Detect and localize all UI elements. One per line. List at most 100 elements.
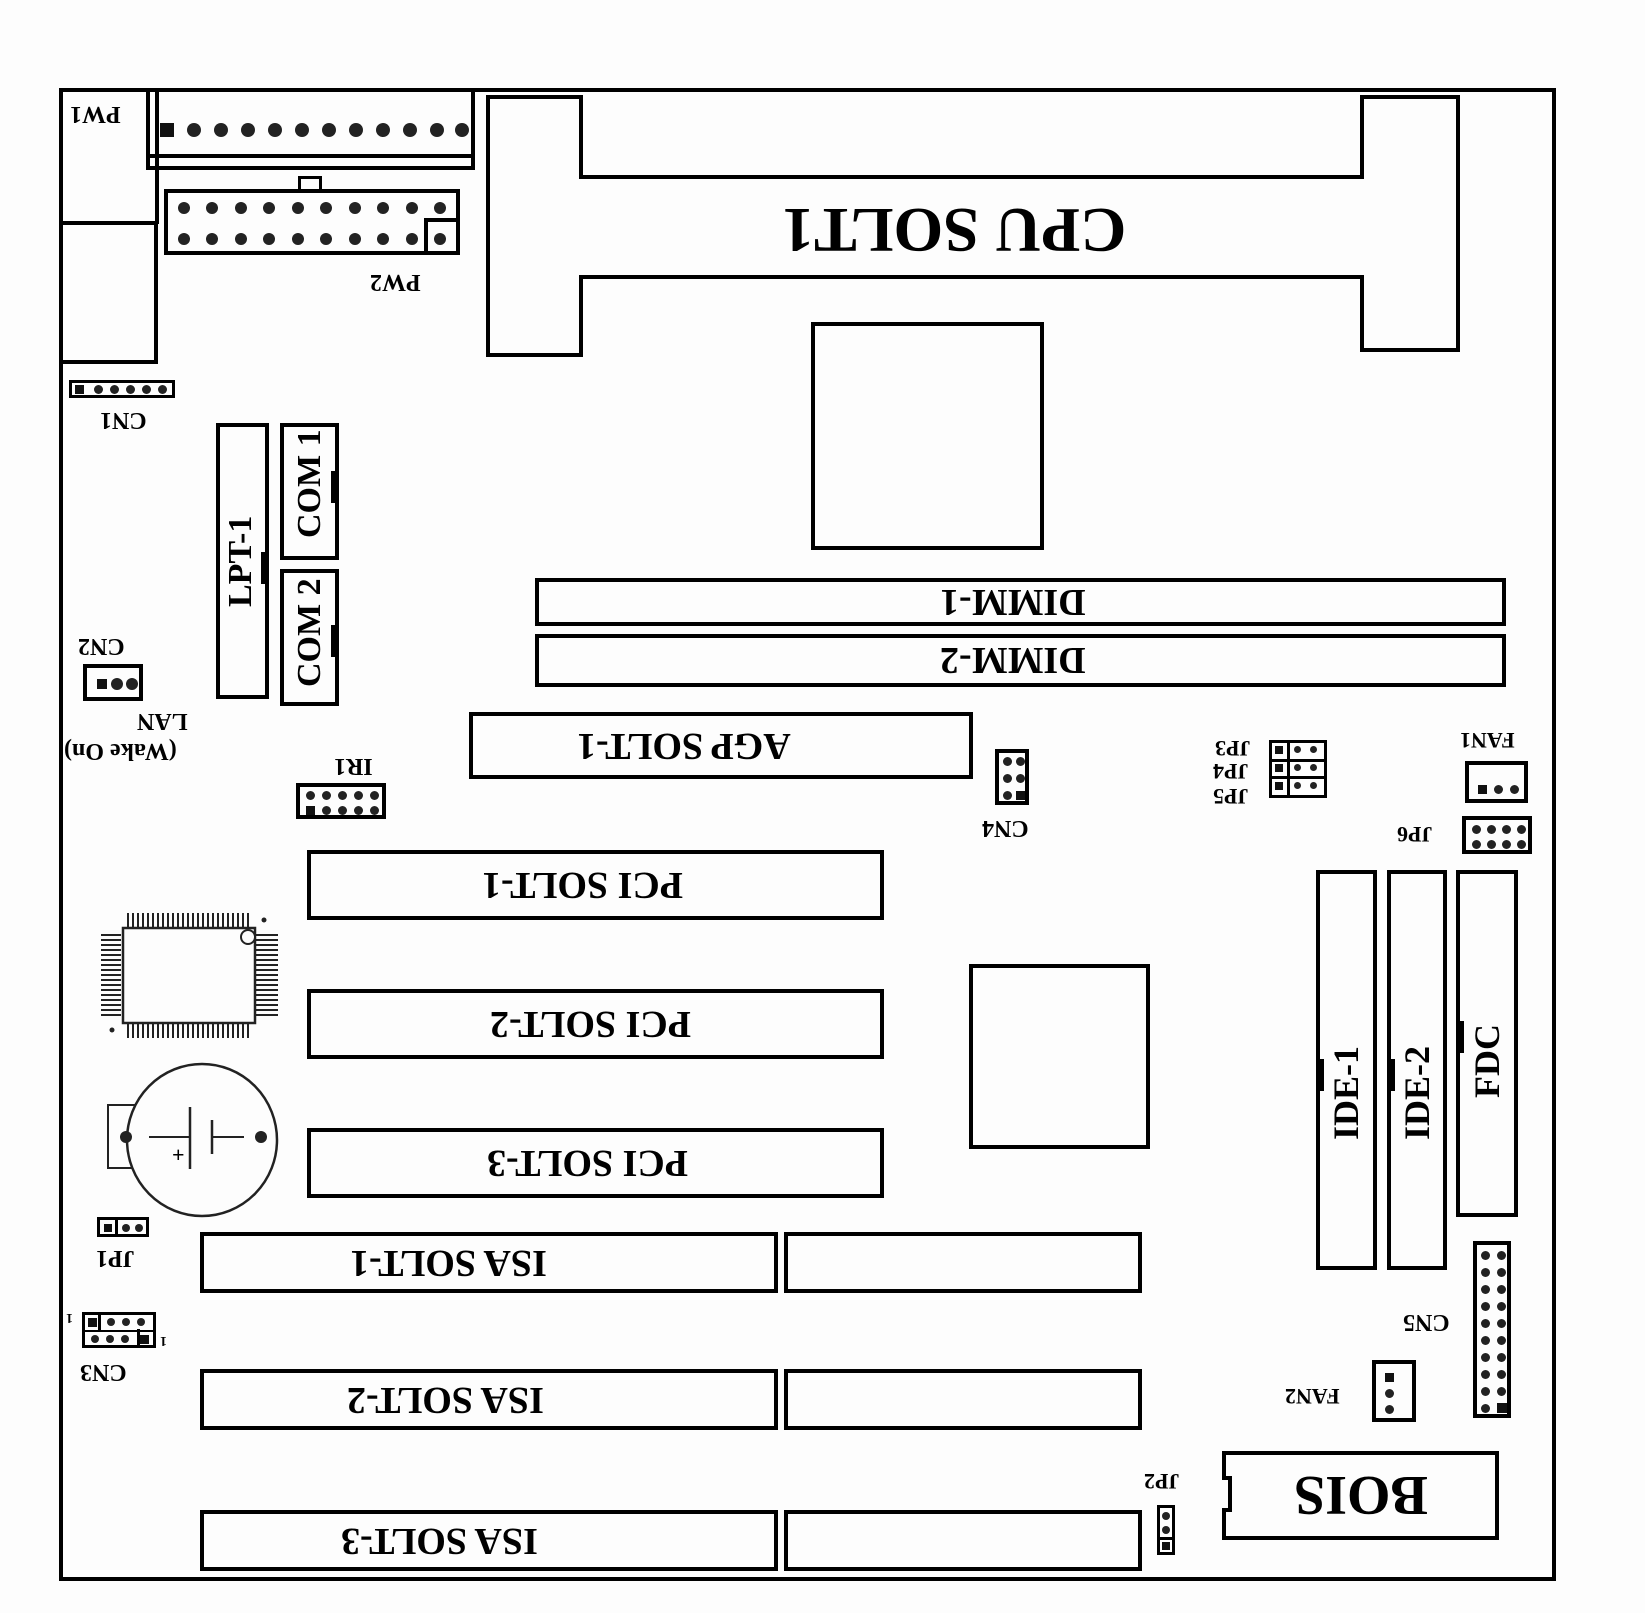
pin-square: [1016, 791, 1025, 800]
pin: [1510, 785, 1519, 794]
pin: [349, 123, 363, 137]
cn1-connector[interactable]: [69, 380, 175, 398]
pw1-connector[interactable]: [146, 88, 475, 170]
pin: [406, 233, 418, 245]
jumper-divider: [1272, 776, 1324, 779]
jp6-jumper[interactable]: [1462, 816, 1532, 854]
isa-slot-1-ext[interactable]: [784, 1232, 1142, 1293]
pin: [91, 1335, 99, 1343]
pin: [1497, 1370, 1506, 1379]
dimm2-label: DIMM-2: [940, 639, 1086, 681]
pin: [1310, 764, 1317, 771]
pin-square: [88, 1318, 97, 1327]
pin-square: [140, 1335, 149, 1344]
pin-square: [104, 1224, 112, 1232]
fan2-label: FAN2: [1285, 1384, 1340, 1409]
isa-slot-2-main[interactable]: [200, 1369, 778, 1430]
pin: [94, 385, 103, 394]
pin: [1016, 757, 1025, 766]
pin: [292, 233, 304, 245]
pin: [320, 202, 332, 214]
pin: [1472, 840, 1481, 849]
isa-slot-3-ext[interactable]: [784, 1510, 1142, 1571]
lpt1-key-notch: [261, 552, 269, 584]
com1-connector[interactable]: [280, 423, 339, 560]
pin: [1487, 825, 1496, 834]
pin: [1003, 774, 1012, 783]
dimm2-slot[interactable]: [535, 634, 1506, 687]
pin: [322, 791, 331, 800]
pin: [1294, 746, 1301, 753]
pw2-connector[interactable]: [164, 189, 460, 255]
fdc-connector[interactable]: [1456, 870, 1518, 1217]
isa-slot-3-main[interactable]: [200, 1510, 778, 1571]
pin: [1310, 746, 1317, 753]
jp6-label: JP6: [1397, 822, 1433, 847]
io-port-block: [59, 221, 158, 364]
pin-square: [1497, 1403, 1507, 1413]
pin: [377, 233, 389, 245]
pin: [1481, 1268, 1490, 1277]
ide1-connector[interactable]: [1316, 870, 1377, 1270]
pin: [322, 123, 336, 137]
lpt1-connector[interactable]: [216, 423, 269, 699]
pin: [142, 385, 151, 394]
jp4-label: JP4: [1213, 759, 1249, 784]
southbridge-chip: [969, 964, 1150, 1149]
pin: [111, 678, 123, 690]
pin: [1481, 1319, 1490, 1328]
pin: [434, 233, 446, 245]
lan-controller-chip: [101, 913, 278, 1038]
ir1-connector[interactable]: [296, 783, 386, 819]
jumper-divider: [1287, 743, 1290, 795]
pin: [122, 1224, 130, 1232]
cn3-label: CN3: [80, 1359, 127, 1385]
pin: [107, 1318, 115, 1326]
pin: [214, 123, 228, 137]
fdc-label: FDC: [1467, 1024, 1507, 1098]
jp2-label: JP2: [1144, 1469, 1180, 1494]
pin: [268, 123, 282, 137]
ide2-connector[interactable]: [1387, 870, 1447, 1270]
isa-slot-1-main[interactable]: [200, 1232, 778, 1293]
pin-square: [1162, 1542, 1170, 1550]
jp1-jumper[interactable]: [97, 1217, 149, 1237]
cn4-connector[interactable]: [995, 749, 1029, 805]
pin: [121, 1335, 129, 1343]
cn3-pin1-frame: [85, 1315, 101, 1331]
isa-slot-2-ext[interactable]: [784, 1369, 1142, 1430]
agp-slot[interactable]: [469, 712, 973, 779]
fan1-connector[interactable]: [1465, 761, 1528, 803]
pin: [1494, 785, 1503, 794]
pin-square: [1275, 746, 1283, 754]
cn3-pin1-marker-left: 1: [66, 1310, 73, 1325]
jumper-divider: [1160, 1537, 1172, 1540]
pin-square: [97, 679, 107, 689]
fan2-connector[interactable]: [1372, 1360, 1416, 1422]
com2-connector[interactable]: [280, 569, 339, 706]
pin: [235, 233, 247, 245]
com2-key-notch: [331, 625, 339, 657]
pin: [1481, 1285, 1490, 1294]
pci-slot-2[interactable]: [307, 989, 884, 1059]
pin: [187, 123, 201, 137]
pin: [349, 233, 361, 245]
cn5-connector[interactable]: [1473, 1241, 1511, 1418]
jp3-jp5-jumper-block[interactable]: [1269, 740, 1327, 798]
cpu-slot-label: CPU SOLT1: [782, 195, 1127, 266]
jp2-jumper[interactable]: [1157, 1505, 1175, 1555]
pci-slot-1[interactable]: [307, 850, 884, 920]
pin: [377, 202, 389, 214]
pci-slot-3[interactable]: [307, 1128, 884, 1198]
cn2-connector[interactable]: [83, 664, 143, 701]
pin: [106, 1335, 114, 1343]
pin: [338, 791, 347, 800]
pin: [1481, 1336, 1490, 1345]
pin-square: [1385, 1373, 1394, 1382]
jp5-label: JP5: [1213, 784, 1249, 809]
dimm1-slot[interactable]: [535, 578, 1506, 626]
cn3-connector[interactable]: [82, 1312, 156, 1348]
pin: [1162, 1512, 1170, 1520]
battery-plus-sign: +: [172, 1142, 185, 1167]
